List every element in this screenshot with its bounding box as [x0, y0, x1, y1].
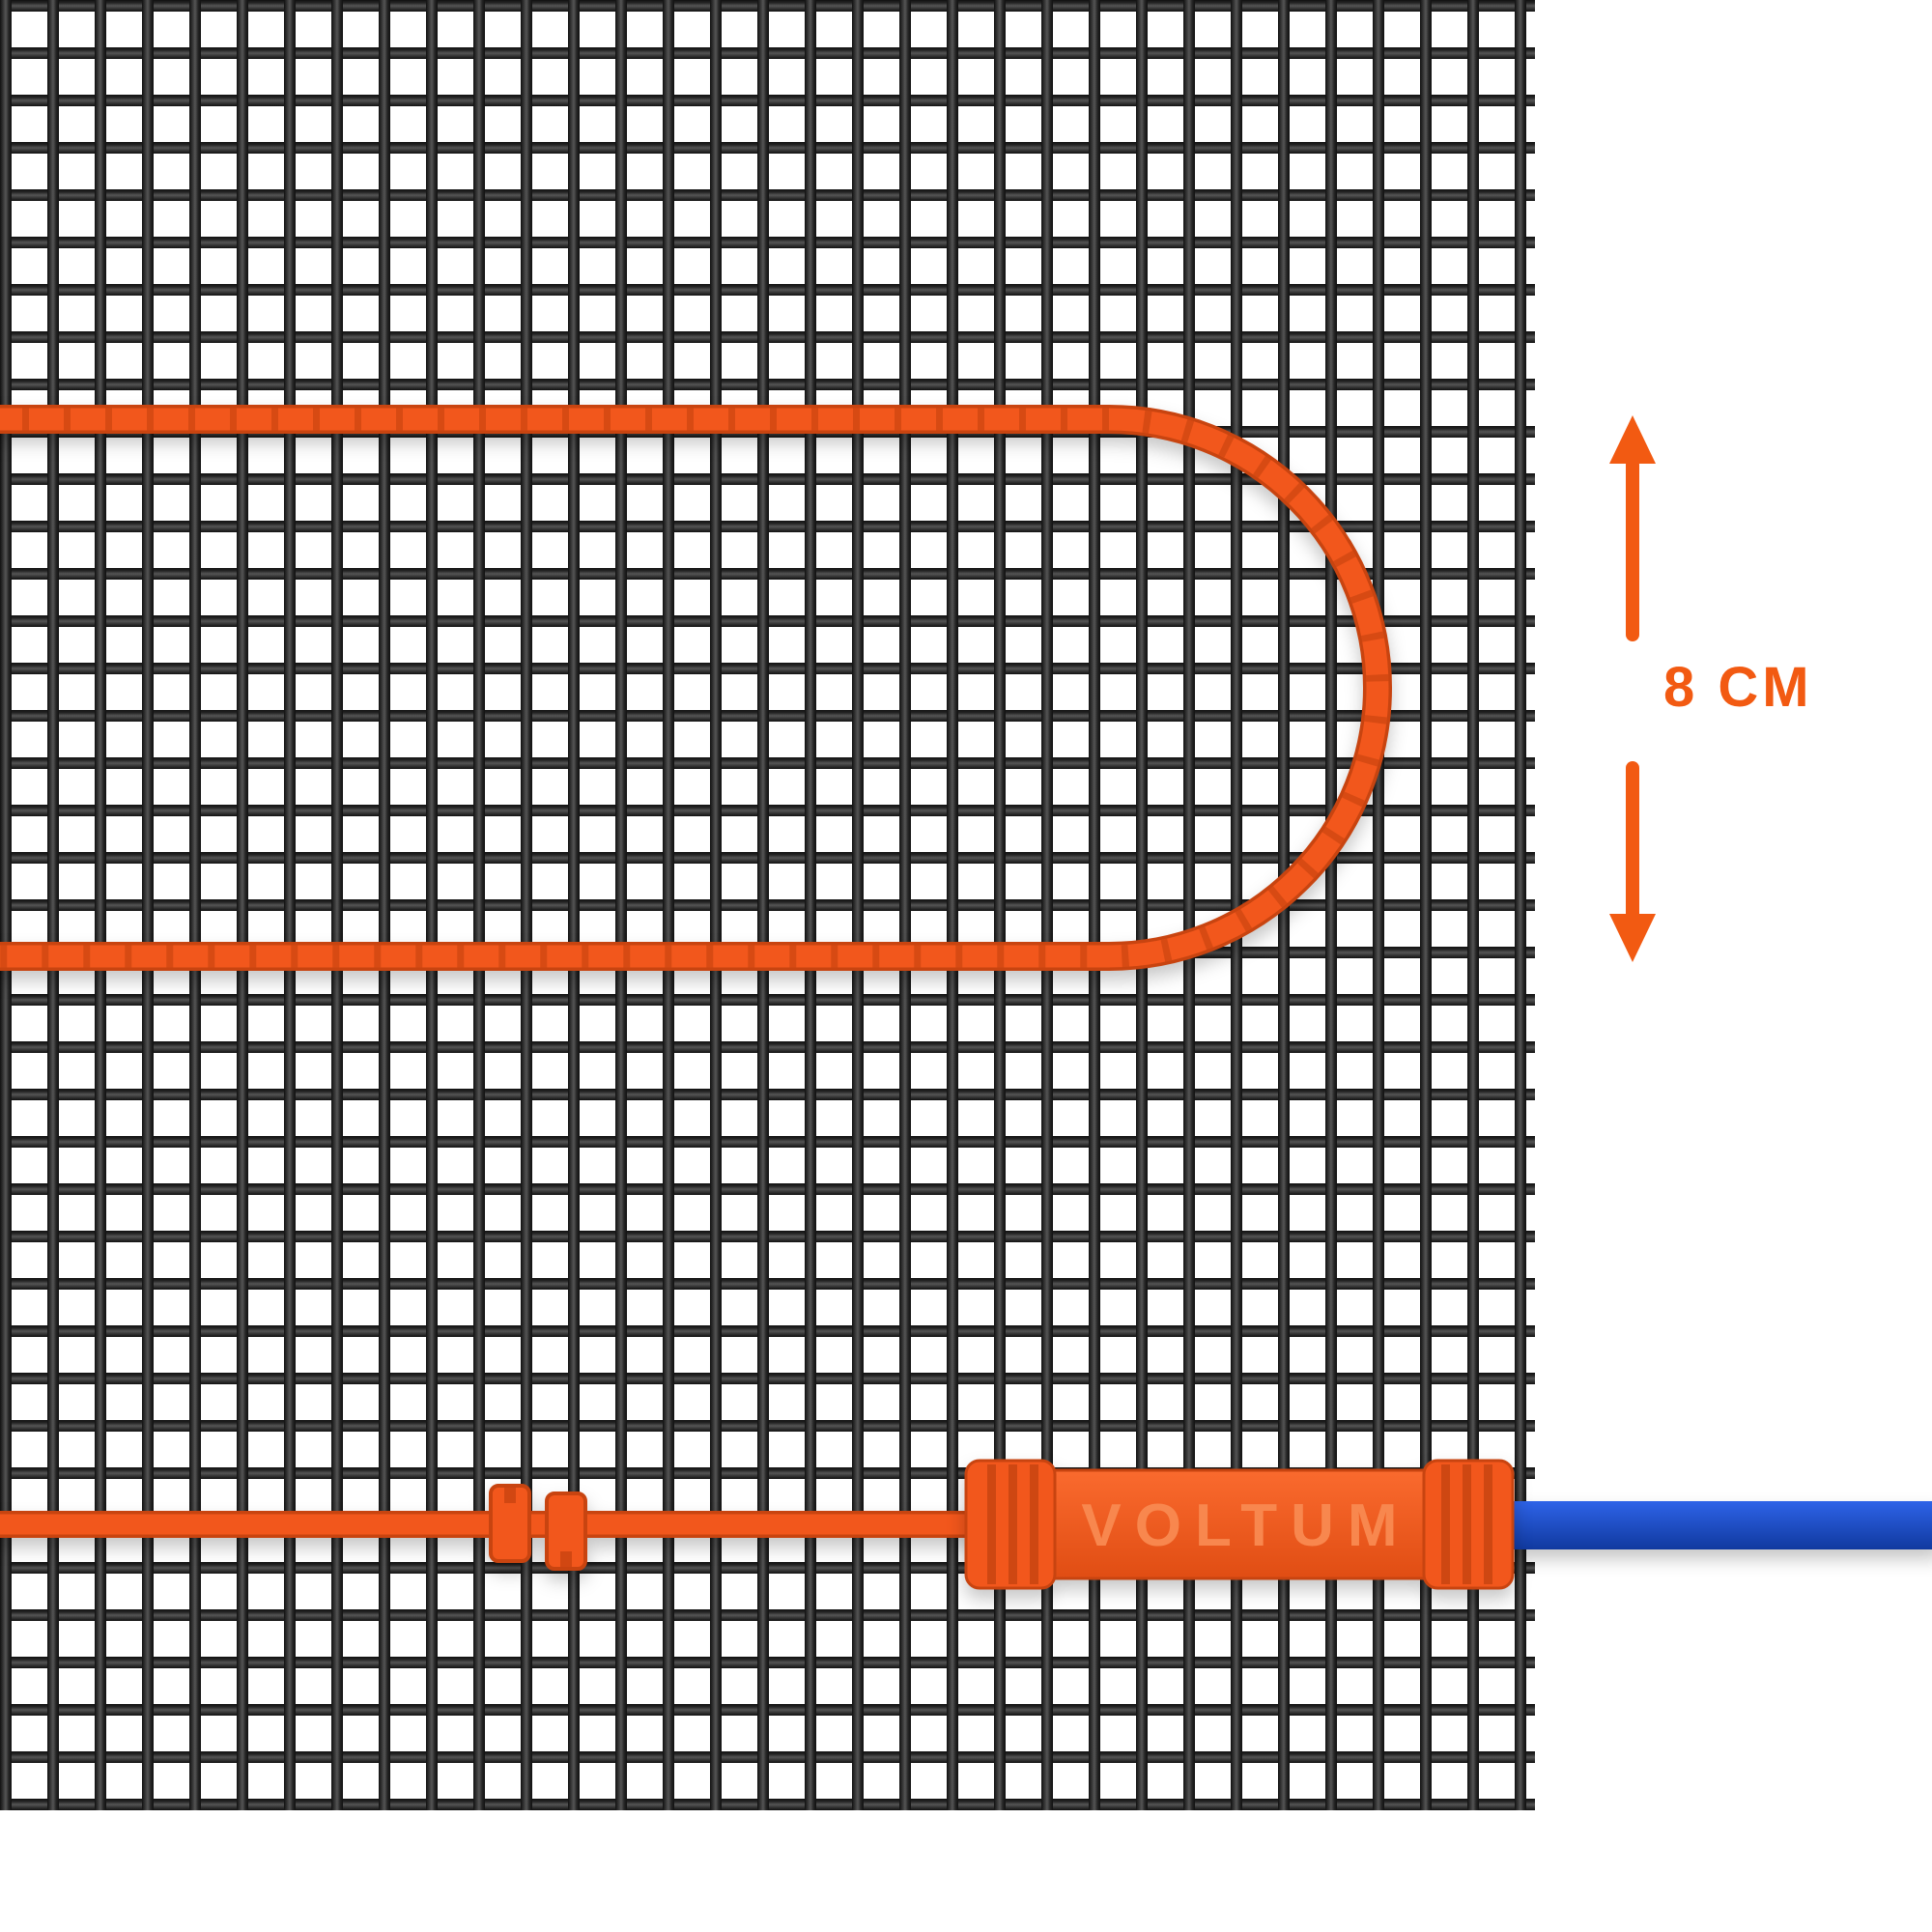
brand-label: VOLTUM	[1081, 1492, 1410, 1559]
connector-rib	[987, 1464, 996, 1584]
arrow-up-icon	[1609, 415, 1656, 464]
heating-cable-core	[0, 408, 1389, 968]
heating-cable-outline	[0, 405, 1392, 971]
cable-splice-clip-left-notch	[504, 1486, 516, 1503]
heating-cable-lead	[0, 1484, 1024, 1571]
arrow-down-icon	[1609, 914, 1656, 962]
connector-rib	[1463, 1464, 1471, 1584]
connector-rib	[1484, 1464, 1492, 1584]
dimension-label: 8 CM	[1663, 656, 1813, 719]
dimension-shaft-top	[1626, 458, 1639, 641]
connector-rib	[1009, 1464, 1017, 1584]
connector-rib	[1030, 1464, 1038, 1584]
connector-rib	[1441, 1464, 1450, 1584]
heating-cable-braid-texture	[0, 408, 1389, 968]
heating-cable	[0, 405, 1392, 971]
cold-tail-cable	[1468, 1501, 1932, 1549]
connector-coupler: VOLTUM	[964, 1459, 1515, 1590]
cold-tail-cable-blue	[1468, 1501, 1932, 1549]
spacing-dimension	[1609, 415, 1656, 962]
cable-splice-clip-right-notch	[560, 1551, 572, 1569]
dimension-shaft-bottom	[1626, 761, 1639, 922]
